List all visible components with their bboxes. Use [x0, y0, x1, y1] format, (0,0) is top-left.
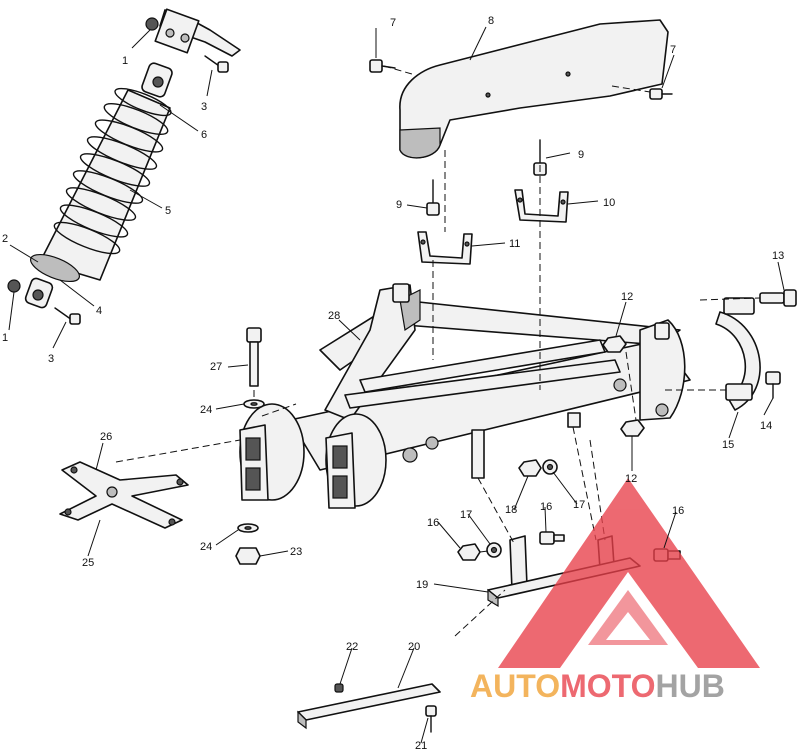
nut-16-left	[457, 543, 481, 561]
clamp-bolt-lower	[765, 371, 781, 399]
callout-24-top: 24	[200, 404, 212, 416]
callout-16-center: 16	[540, 501, 552, 513]
callout-8: 8	[488, 15, 494, 27]
rear-shock-absorber	[24, 8, 241, 309]
pivot-housing-right	[325, 413, 387, 509]
callout-23: 23	[290, 546, 302, 558]
rail-bracket-small	[471, 429, 485, 479]
rail-20	[297, 683, 441, 730]
watermark-triangle-outer	[498, 478, 760, 668]
callout-4: 4	[96, 305, 102, 317]
callout-1-bottom: 1	[2, 332, 8, 344]
callout-5: 5	[165, 205, 171, 217]
callout-22: 22	[346, 641, 358, 653]
callout-10: 10	[603, 197, 615, 209]
callout-28: 28	[328, 310, 340, 322]
shock-bolt-top	[204, 55, 229, 73]
callout-14: 14	[760, 420, 772, 432]
callout-1-top: 1	[122, 55, 128, 67]
assembly-centerlines	[115, 65, 761, 637]
callout-6: 6	[201, 129, 207, 141]
callout-20: 20	[408, 641, 420, 653]
callout-18: 18	[505, 504, 517, 516]
callout-17-left: 17	[460, 509, 472, 521]
bolt-21	[425, 705, 437, 733]
chain-guard	[399, 19, 669, 159]
callout-27: 27	[210, 361, 222, 373]
callout-9-right: 9	[578, 149, 584, 161]
pivot-housing-left	[239, 403, 305, 501]
swing-arm-frame	[289, 283, 691, 471]
callout-25: 25	[82, 557, 94, 569]
cross-mount-plate	[59, 461, 189, 529]
chain-guard-bolt-right	[649, 88, 673, 100]
svg-text:AUTOMOTOHUB: AUTOMOTOHUB	[470, 668, 725, 704]
leader-lines	[8, 26, 785, 744]
pivot-bolt	[246, 327, 262, 387]
pivot-nut	[235, 547, 261, 565]
mounting-bracket-lower	[417, 231, 473, 265]
callout-2: 2	[2, 233, 8, 245]
callout-9-left: 9	[396, 199, 402, 211]
mounting-bracket-upper	[514, 189, 569, 223]
washer-bottom	[237, 523, 259, 533]
callout-16-right: 16	[672, 505, 684, 517]
clamp-bolt-upper	[759, 289, 797, 307]
nut-12-upper	[602, 335, 627, 353]
callout-16-left: 16	[427, 517, 439, 529]
callout-3-top: 3	[201, 101, 207, 113]
nut-12-lower	[620, 419, 645, 437]
callout-19: 19	[416, 579, 428, 591]
callout-26: 26	[100, 431, 112, 443]
nut-18	[518, 459, 542, 477]
shock-nut-top	[145, 17, 159, 31]
shock-nut-bottom	[7, 279, 21, 293]
bolt-16-center	[539, 531, 565, 545]
callout-21: 21	[415, 740, 427, 750]
callout-24-bottom: 24	[200, 541, 212, 553]
callout-15: 15	[722, 439, 734, 451]
callout-3-bottom: 3	[48, 353, 54, 365]
washer-17-left	[486, 542, 502, 558]
callout-7-left: 7	[390, 17, 396, 29]
callout-7-right: 7	[670, 44, 676, 56]
part-callouts: 1 3 6 5 2 4 1 3 7 8 7 9 9 10 11 13 12 28…	[2, 15, 784, 750]
watermark-auto: AUTO	[470, 668, 560, 704]
callout-12-upper: 12	[621, 291, 633, 303]
watermark-hub: HUB	[655, 668, 724, 704]
washer-17-right	[542, 459, 558, 475]
chain-guard-bolt-left	[369, 59, 396, 73]
bracket-bolt-left	[426, 179, 440, 216]
callout-12-lower: 12	[625, 473, 637, 485]
nut-22	[334, 683, 344, 693]
callout-11: 11	[509, 238, 520, 250]
washer-top	[243, 399, 265, 409]
automotohub-watermark: AUTOMOTOHUB	[470, 478, 760, 704]
callout-17-right: 17	[573, 499, 585, 511]
callout-13: 13	[772, 250, 784, 262]
axle-clamp	[715, 297, 761, 411]
watermark-moto: MOTO	[560, 668, 655, 704]
rail-bracket-small-2	[567, 412, 581, 428]
shock-bolt-bottom	[54, 307, 81, 325]
